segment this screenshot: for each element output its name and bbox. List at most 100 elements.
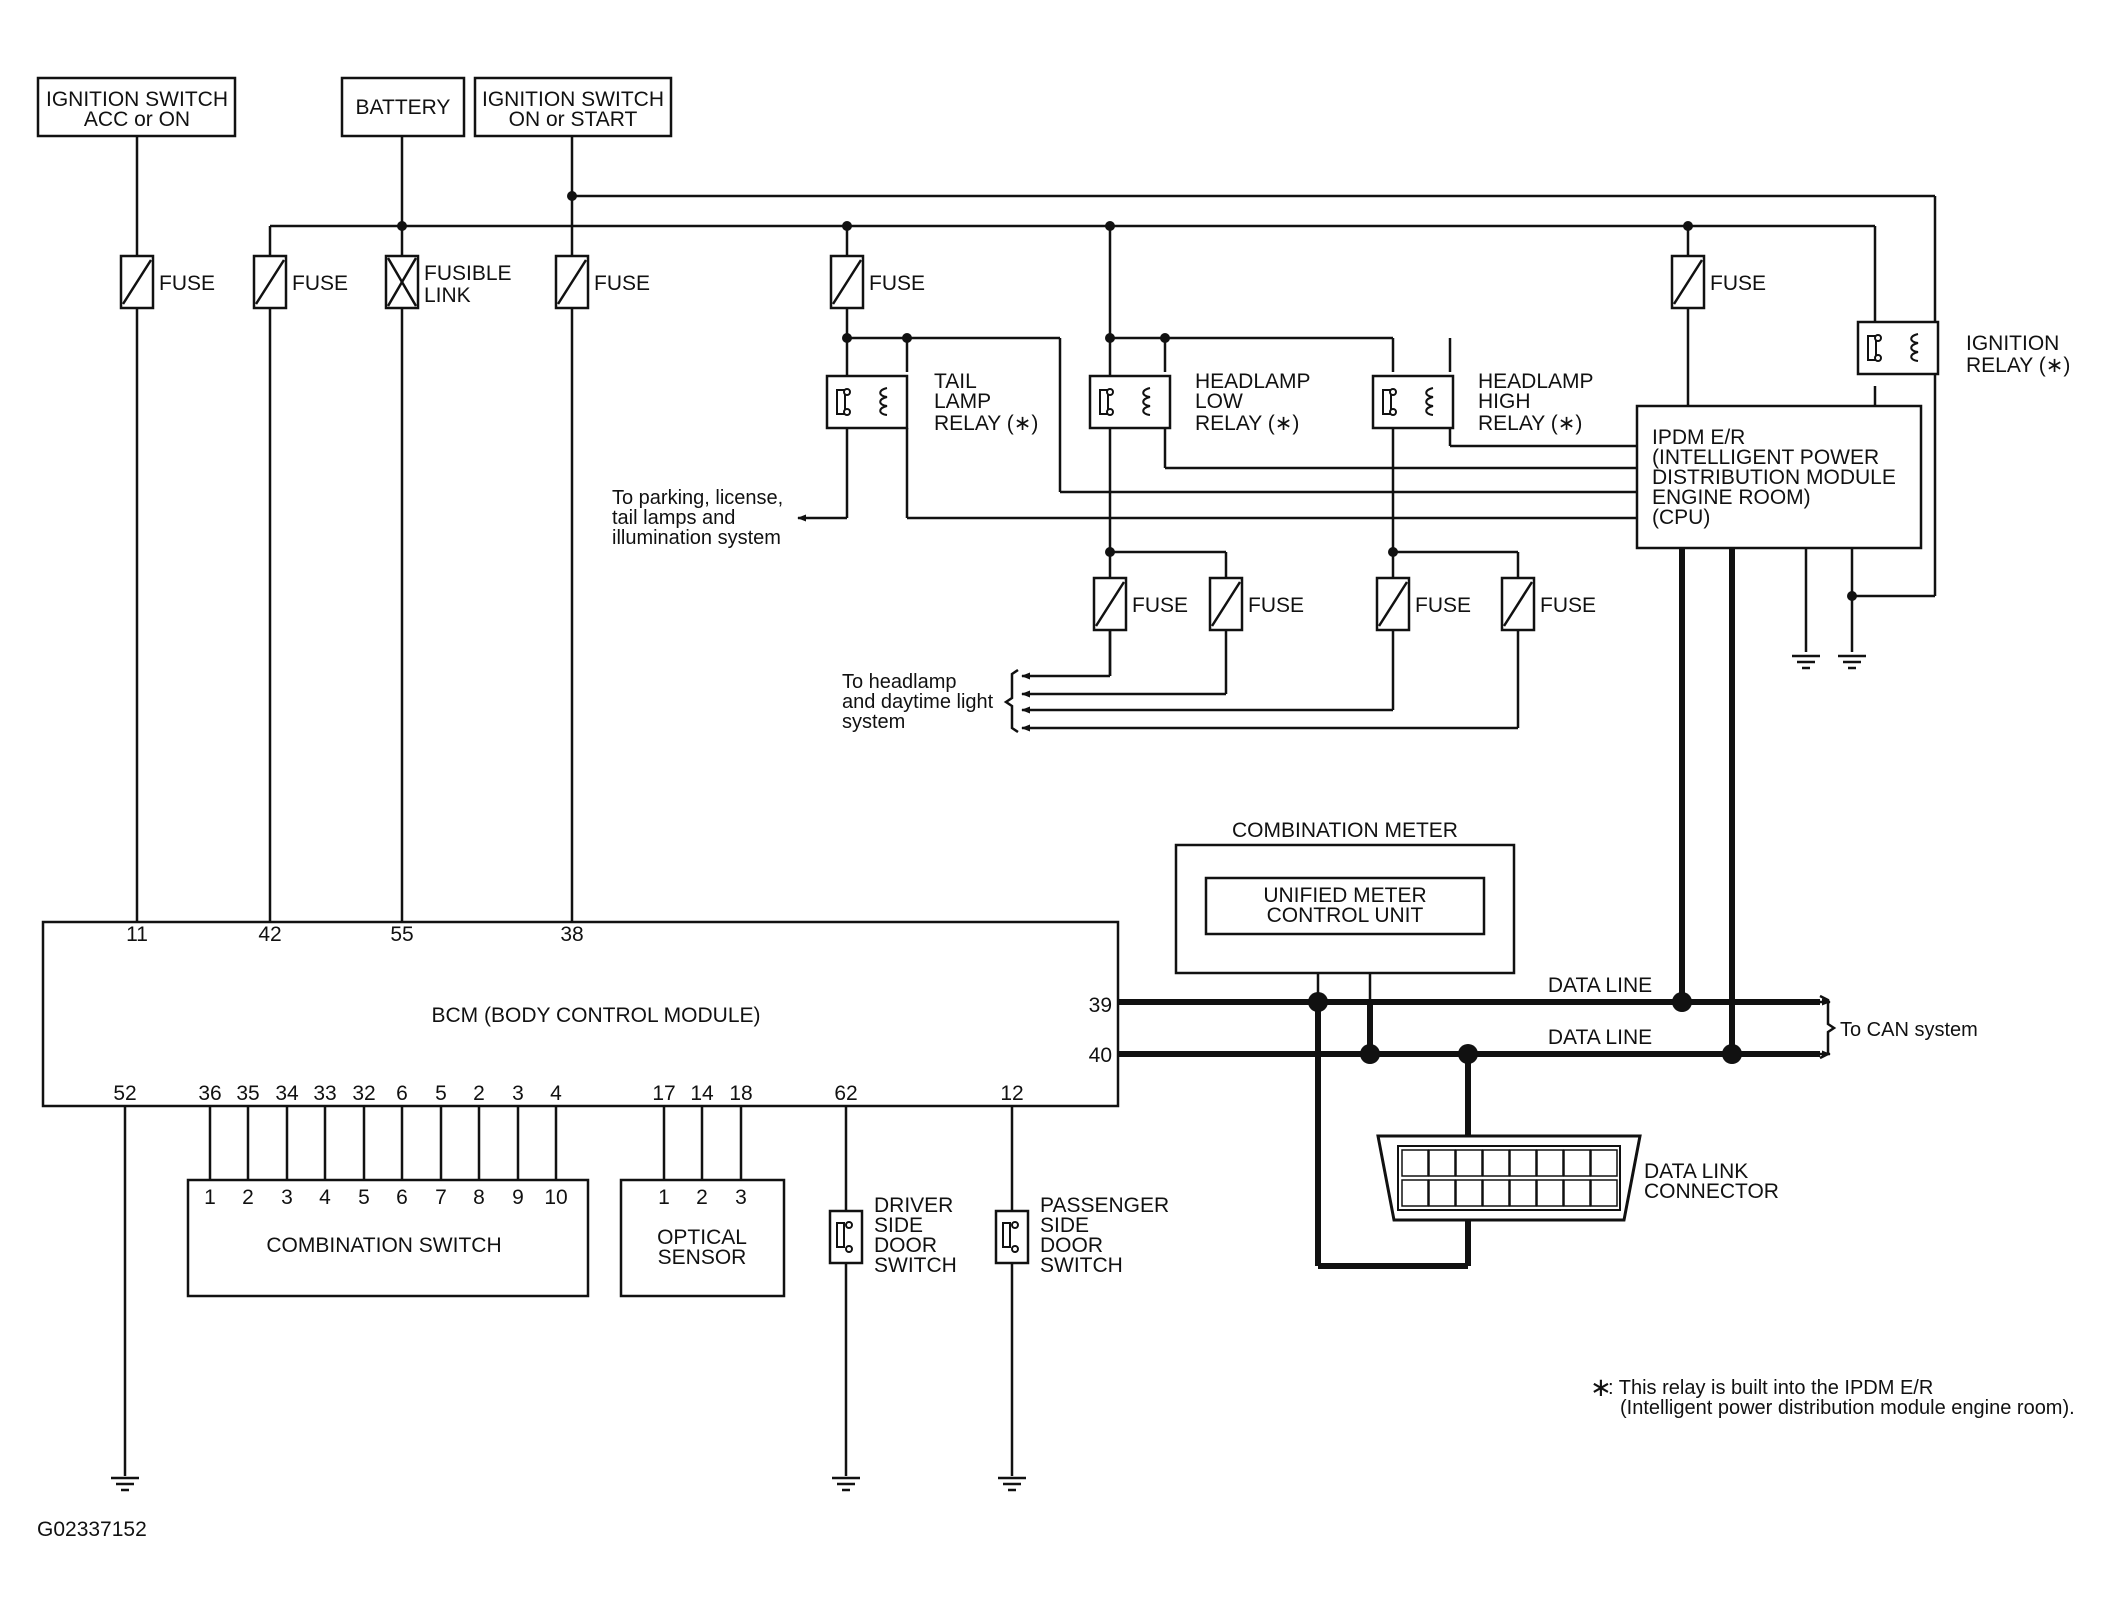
meter-unit-line2: CONTROL UNIT xyxy=(1267,904,1424,927)
headlamp-high-relay: HEADLAMP HIGH RELAY (∗) xyxy=(1371,370,1594,435)
bcm-pin: 38 xyxy=(560,923,583,946)
bcm-pin: 52 xyxy=(113,1082,136,1105)
tail-lamp-destination-note: To parking, license, tail lamps and illu… xyxy=(612,487,783,549)
svg-text:and daytime light: and daytime light xyxy=(842,691,994,713)
high-relay-line3: RELAY (∗) xyxy=(1478,412,1582,435)
bcm-pin: 62 xyxy=(834,1082,857,1105)
tail-relay-line2: LAMP xyxy=(934,390,991,413)
combination-switch-pin: 10 xyxy=(544,1186,567,1209)
fuse-ign-start: FUSE xyxy=(554,254,650,310)
combination-switch-pin: 3 xyxy=(281,1186,293,1209)
bcm-pin: 4 xyxy=(550,1082,562,1105)
svg-text:SWITCH: SWITCH xyxy=(874,1254,957,1277)
fusible-link-line2: LINK xyxy=(424,284,471,307)
fuse-label: FUSE xyxy=(159,272,215,295)
optical-sensor-pin: 1 xyxy=(658,1186,670,1209)
ignition-start-line1: IGNITION SWITCH xyxy=(482,88,664,111)
svg-text:tail lamps and: tail lamps and xyxy=(612,507,735,529)
fuse-headlamp-low-1: FUSE xyxy=(1092,576,1188,632)
bcm-pin: 33 xyxy=(313,1082,336,1105)
svg-text:illumination system: illumination system xyxy=(612,527,781,549)
bcm-pin: 17 xyxy=(652,1082,675,1105)
svg-text:To parking, license,: To parking, license, xyxy=(612,487,783,509)
junctions xyxy=(397,191,1857,1064)
ignition-switch-acc-on-box: IGNITION SWITCH ACC or ON xyxy=(36,76,237,138)
ipdm-line5: (CPU) xyxy=(1652,506,1710,529)
bcm-pin: 18 xyxy=(729,1082,752,1105)
svg-text:SIDE: SIDE xyxy=(874,1214,923,1237)
bcm-pin: 2 xyxy=(473,1082,485,1105)
bcm-pin: 11 xyxy=(126,923,148,946)
svg-text:To headlamp: To headlamp xyxy=(842,671,957,693)
driver-door-ground xyxy=(830,1476,862,1492)
combination-switch-pin: 4 xyxy=(319,1186,331,1209)
high-relay-line1: HEADLAMP xyxy=(1478,370,1594,393)
combination-switch: 1 2 3 4 5 6 7 8 9 10 COMBINATION SWITCH xyxy=(186,1178,590,1298)
combination-switch-pin: 8 xyxy=(473,1186,485,1209)
dlc-line1: DATA LINK xyxy=(1644,1160,1748,1183)
ipdm-ground-2 xyxy=(1836,654,1868,670)
bcm-pin: 32 xyxy=(352,1082,375,1105)
ipdm-line1: IPDM E/R xyxy=(1652,426,1745,449)
high-relay-line2: HIGH xyxy=(1478,390,1531,413)
optical-sensor: 1 2 3 OPTICAL SENSOR xyxy=(619,1178,786,1298)
ignition-relay: IGNITION RELAY (∗) xyxy=(1856,320,2070,377)
data-line-label-upper: DATA LINE xyxy=(1548,974,1652,997)
combination-switch-pin: 6 xyxy=(396,1186,408,1209)
bcm-pin: 6 xyxy=(396,1082,408,1105)
bcm-label: BCM (BODY CONTROL MODULE) xyxy=(431,1004,760,1027)
footnote-line1: : This relay is built into the IPDM E/R xyxy=(1608,1377,1933,1399)
headlamp-low-relay: HEADLAMP LOW RELAY (∗) xyxy=(1088,370,1311,435)
fuse-tail-lamp: FUSE xyxy=(829,254,925,310)
footnote-line2: (Intelligent power distribution module e… xyxy=(1620,1397,2075,1419)
battery-label: BATTERY xyxy=(356,96,451,119)
fuse-headlamp-high-1: FUSE xyxy=(1375,576,1471,632)
fuse-headlamp-high-2: FUSE xyxy=(1500,576,1596,632)
svg-text:DOOR: DOOR xyxy=(874,1234,937,1257)
svg-text:SIDE: SIDE xyxy=(1040,1214,1089,1237)
svg-text:PASSENGER: PASSENGER xyxy=(1040,1194,1169,1217)
ipdm-line2: (INTELLIGENT POWER xyxy=(1652,446,1879,469)
ign-relay-line2: RELAY (∗) xyxy=(1966,354,2070,377)
svg-text:SWITCH: SWITCH xyxy=(1040,1254,1123,1277)
ign-relay-line1: IGNITION xyxy=(1966,332,2059,355)
fuse-label: FUSE xyxy=(1132,594,1188,617)
battery-box: BATTERY xyxy=(340,76,466,138)
dlc-line2: CONNECTOR xyxy=(1644,1180,1779,1203)
svg-text:DRIVER: DRIVER xyxy=(874,1194,953,1217)
passenger-door-ground xyxy=(996,1476,1028,1492)
fusible-link-line1: FUSIBLE xyxy=(424,262,512,285)
fuse-label: FUSE xyxy=(1415,594,1471,617)
bcm-pin: 3 xyxy=(512,1082,524,1105)
fuse-label: FUSE xyxy=(594,272,650,295)
bcm-pin: 39 xyxy=(1089,994,1112,1017)
ipdm-ground-1 xyxy=(1790,654,1822,670)
bcm-ground xyxy=(109,1476,141,1492)
svg-text:system: system xyxy=(842,711,905,733)
fuse-label: FUSE xyxy=(1248,594,1304,617)
optical-sensor-line1: OPTICAL xyxy=(657,1226,747,1249)
svg-text:DOOR: DOOR xyxy=(1040,1234,1103,1257)
low-relay-line2: LOW xyxy=(1195,390,1243,413)
tail-relay-line3: RELAY (∗) xyxy=(934,412,1038,435)
combination-meter-label: COMBINATION METER xyxy=(1232,819,1458,842)
diagram-id: G02337152 xyxy=(37,1518,147,1541)
optical-sensor-pin: 2 xyxy=(696,1186,708,1209)
ignition-acc-line1: IGNITION SWITCH xyxy=(46,88,228,111)
fuse-label: FUSE xyxy=(869,272,925,295)
connector-pins xyxy=(1401,1149,1618,1207)
ipdm-line3: DISTRIBUTION MODULE xyxy=(1652,466,1896,489)
bcm-box: BCM (BODY CONTROL MODULE) 11 4 2 55 38 39… xyxy=(41,920,1120,1108)
fuse-ign-acc: FUSE xyxy=(119,254,215,310)
ignition-acc-line2: ACC or ON xyxy=(84,108,190,131)
fusible-link: FUSIBLE LINK xyxy=(384,254,512,310)
bcm-pin: 55 xyxy=(390,923,413,946)
combination-switch-pin: 9 xyxy=(512,1186,524,1209)
footnote-marker: ∗ xyxy=(1590,1372,1612,1402)
combination-switch-pin: 1 xyxy=(204,1186,216,1209)
meter-unit-line1: UNIFIED METER xyxy=(1263,884,1426,907)
bcm-pin: 14 xyxy=(690,1082,714,1105)
bcm-pin: 35 xyxy=(236,1082,259,1105)
low-relay-line1: HEADLAMP xyxy=(1195,370,1311,393)
